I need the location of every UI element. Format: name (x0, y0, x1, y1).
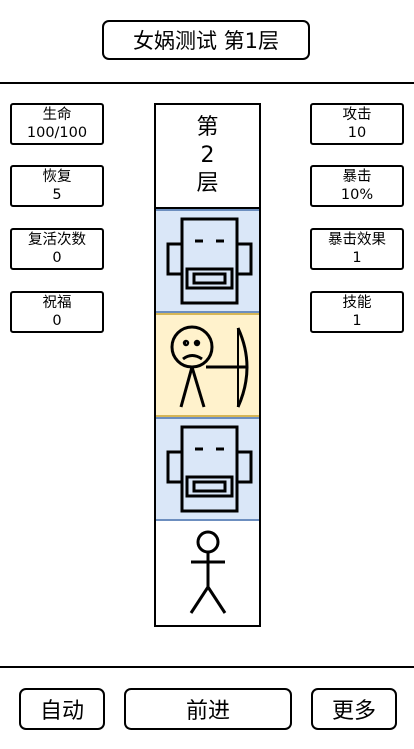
stat-skill-value: 1 (352, 313, 362, 329)
archer-icon (170, 325, 249, 408)
tower-cell-enemy-2[interactable] (156, 417, 259, 521)
more-button[interactable]: 更多 (311, 688, 397, 730)
floor-label-prefix: 第 (196, 115, 219, 140)
floor-label-suffix: 层 (196, 171, 219, 196)
stat-crit-effect-value: 1 (352, 250, 362, 266)
page-title: 女娲测试 第1层 (102, 20, 310, 60)
footer-divider (0, 666, 414, 668)
stat-blessing-label: 祝福 (42, 295, 72, 311)
stat-revives: 复活次数 0 (10, 228, 104, 270)
header-divider (0, 82, 414, 84)
stat-attack-label: 攻击 (342, 107, 372, 123)
stat-blessing-value: 0 (52, 313, 62, 329)
stat-regen: 恢复 5 (10, 165, 104, 207)
stat-attack-value: 10 (347, 125, 367, 141)
stat-hp-value: 100/100 (26, 125, 88, 141)
stat-crit-effect: 暴击效果 1 (310, 228, 404, 270)
robot-enemy-icon (166, 425, 253, 513)
advance-button[interactable]: 前进 (124, 688, 292, 730)
page-title-text: 女娲测试 第1层 (132, 29, 280, 53)
stat-revives-value: 0 (52, 250, 62, 266)
stat-crit-value: 10% (340, 187, 374, 203)
tower-cell-enemy-1[interactable] (156, 209, 259, 313)
stat-skill: 技能 1 (310, 291, 404, 333)
stat-hp-label: 生命 (42, 107, 72, 123)
advance-button-label: 前进 (185, 699, 230, 724)
stat-regen-value: 5 (52, 187, 62, 203)
stat-hp: 生命 100/100 (10, 103, 104, 145)
floor-label: 第 2 层 (156, 105, 259, 209)
stat-attack: 攻击 10 (310, 103, 404, 145)
stat-blessing: 祝福 0 (10, 291, 104, 333)
stat-crit-effect-label: 暴击效果 (328, 232, 386, 248)
stat-crit: 暴击 10% (310, 165, 404, 207)
stat-crit-label: 暴击 (342, 169, 372, 185)
auto-button-label: 自动 (39, 699, 84, 724)
tower: 第 2 层 (154, 103, 261, 627)
stat-revives-label: 复活次数 (28, 232, 86, 248)
floor-label-number: 2 (200, 143, 215, 168)
stat-regen-label: 恢复 (42, 169, 72, 185)
more-button-label: 更多 (331, 699, 376, 724)
tower-cell-archer[interactable] (156, 313, 259, 417)
auto-button[interactable]: 自动 (19, 688, 105, 730)
robot-enemy-icon (166, 217, 253, 305)
tower-cell-player[interactable] (156, 521, 259, 625)
stat-skill-label: 技能 (342, 295, 372, 311)
stick-figure-player-icon (189, 530, 227, 614)
